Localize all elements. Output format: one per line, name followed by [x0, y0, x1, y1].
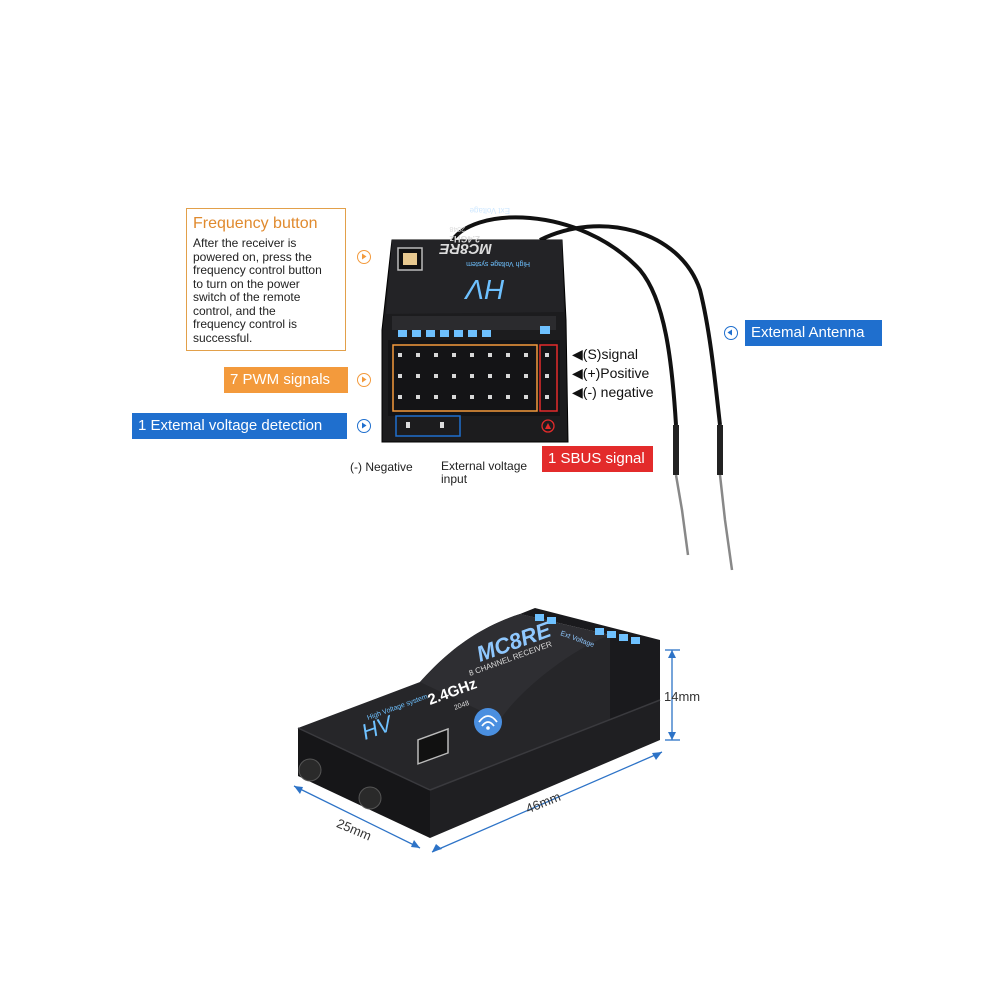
header-pin: [470, 353, 474, 357]
sbus-signal-tag: 1 SBUS signal: [542, 446, 653, 472]
header-pin: [452, 353, 456, 357]
antenna-wire-right: [539, 224, 722, 426]
receiver-top-illustration: HV High Voltage system MC8RE 2.4GHz 2048…: [381, 206, 734, 571]
external-antenna-tag: Extemal Antenna: [745, 320, 882, 346]
pwm-pins-frame: [392, 344, 538, 412]
frequency-arrow-icon: [357, 250, 371, 264]
header-pin: [416, 353, 420, 357]
svg-text:MC8RE: MC8RE: [438, 240, 492, 257]
ext-voltage-label: External voltage input: [441, 459, 528, 486]
receiver-side-illustration: MC8RE 8 CHANNEL RECEIVER 2.4GHz 2048 HV …: [293, 608, 680, 853]
header-pin: [545, 353, 549, 357]
header-pin: [488, 374, 492, 378]
svg-text:2.4GHz: 2.4GHz: [449, 234, 480, 244]
svg-text:2048: 2048: [453, 700, 470, 712]
pin-labels: ◀(S)signal ◀(+)Positive ◀(-) negative: [572, 346, 654, 400]
negative-pin-label: (-) Negative: [350, 460, 413, 474]
header-pin: [434, 353, 438, 357]
frequency-description: After the receiver is powered on, press …: [193, 236, 322, 345]
voltage-pins-frame: [395, 415, 461, 437]
svg-text:Ext Voltage: Ext Voltage: [469, 206, 510, 215]
header-pin: [434, 374, 438, 378]
left-arrow-icon: ◀: [572, 346, 583, 362]
voltage-detection-tag: 1 Extemal voltage detection: [132, 413, 347, 439]
left-arrow-icon: ◀: [572, 365, 583, 381]
pwm-arrow-icon: [357, 373, 371, 387]
header-pin: [545, 395, 549, 399]
header-pin: [488, 353, 492, 357]
header-pin: [524, 353, 528, 357]
frequency-callout: Frequency button After the receiver is p…: [186, 208, 346, 351]
header-pin: [398, 374, 402, 378]
antenna-knob-left: [298, 758, 322, 782]
antenna-wire-left: [448, 215, 678, 426]
header-pin: [488, 395, 492, 399]
header-pin: [452, 374, 456, 378]
header-pin: [398, 353, 402, 357]
svg-text:2048: 2048: [449, 225, 465, 232]
header-pin: [470, 395, 474, 399]
header-pin: [416, 395, 420, 399]
svg-text:HV: HV: [464, 274, 505, 305]
antenna-arrow-icon: [724, 326, 738, 340]
header-pin: [470, 374, 474, 378]
header-pin: [416, 374, 420, 378]
svg-text:High Voltage system: High Voltage system: [466, 260, 530, 267]
header-pin: [524, 374, 528, 378]
frequency-title: Frequency button: [193, 215, 318, 232]
side-frequency-button: [417, 727, 449, 765]
header-pin: [506, 395, 510, 399]
antenna-knob-right: [358, 786, 382, 810]
header-pin: [545, 374, 549, 378]
voltage-arrow-icon: [357, 419, 371, 433]
header-pin: [398, 395, 402, 399]
header-pin: [506, 374, 510, 378]
height-dimension-label: 14mm: [664, 689, 701, 704]
header-pin: [506, 353, 510, 357]
header-pin: [434, 395, 438, 399]
header-pin: [452, 395, 456, 399]
header-pin: [524, 395, 528, 399]
pwm-signals-tag: 7 PWM signals: [224, 367, 348, 393]
sbus-pins-frame: [539, 344, 558, 412]
left-arrow-icon: ◀: [572, 384, 583, 400]
